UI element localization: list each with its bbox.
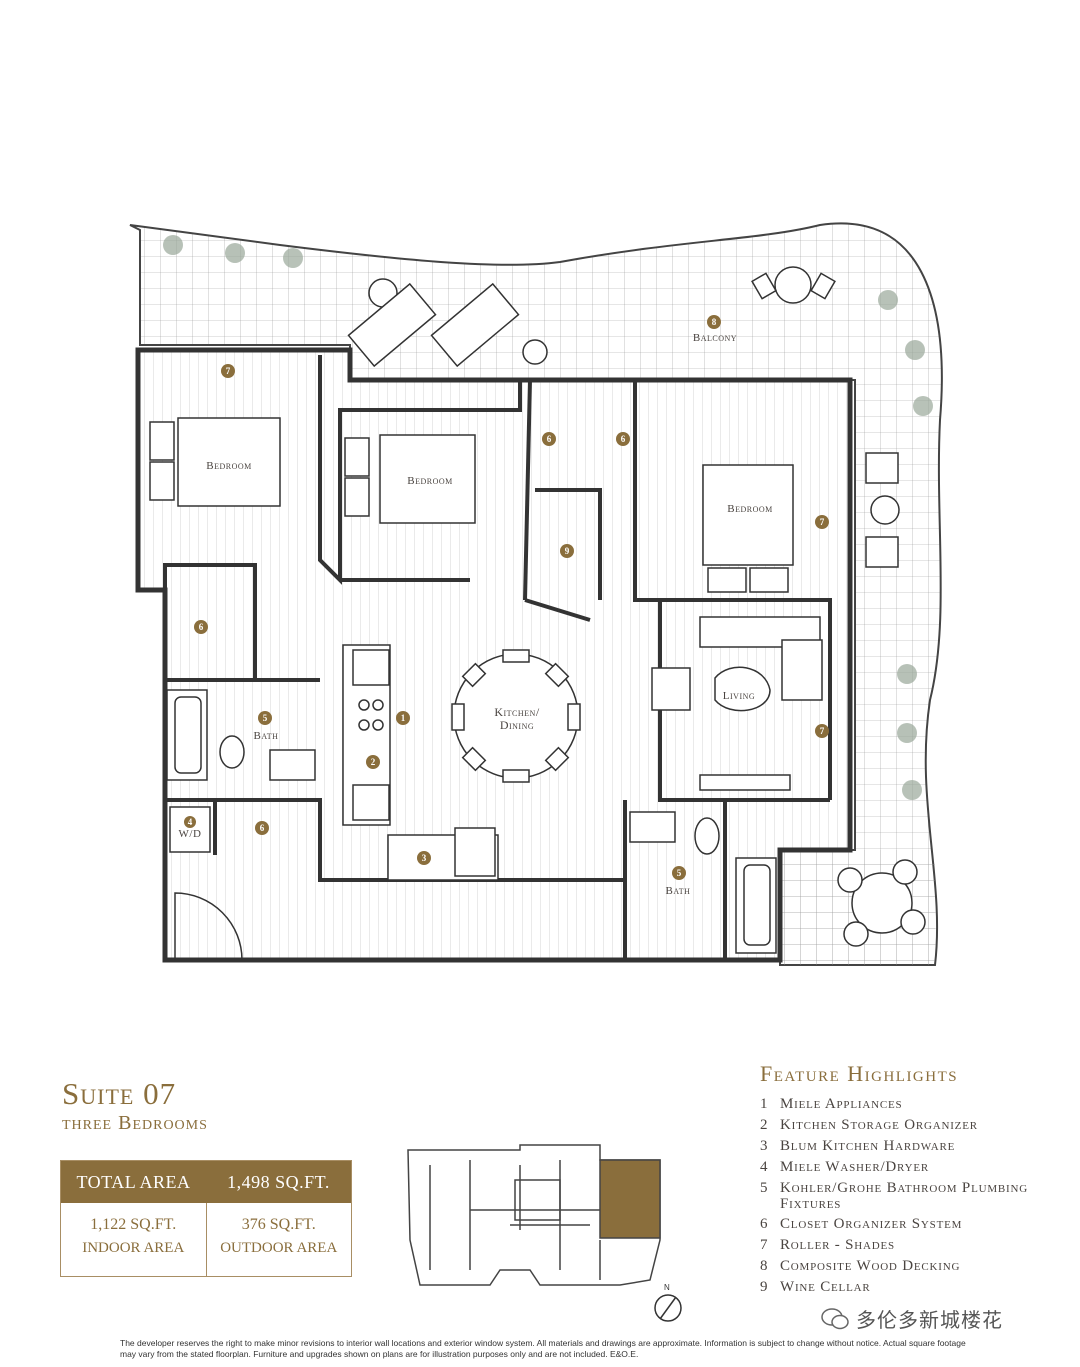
indoor-area-value: 1,122 SQ.FT. (90, 1216, 177, 1233)
dining-table (451, 649, 581, 783)
svg-text:6: 6 (260, 823, 265, 833)
living-label: Living (723, 690, 755, 702)
area-table: TOTAL AREA 1,498 SQ.FT. 1,122 SQ.FT. IND… (60, 1160, 352, 1277)
indoor-area-cell: 1,122 SQ.FT. INDOOR AREA (61, 1203, 206, 1276)
bath-2-label: Bath (666, 885, 691, 897)
key-plan (407, 1144, 661, 1286)
marker-1: 1 (396, 711, 410, 725)
compass-label: N (664, 1283, 670, 1292)
outdoor-area-value: 376 SQ.FT. (241, 1216, 316, 1233)
marker-7-c: 7 (815, 724, 829, 738)
svg-text:6: 6 (547, 434, 552, 444)
outdoor-area-cell: 376 SQ.FT. OUTDOOR AREA (205, 1203, 352, 1276)
bedroom-1-label: Bedroom (206, 460, 252, 472)
svg-text:3: 3 (422, 853, 427, 863)
svg-text:6: 6 (199, 622, 204, 632)
bedroom-3-label: Bedroom (727, 503, 773, 515)
compass-icon: N (654, 1283, 682, 1322)
kitchen-label-line1: Kitchen/ (494, 705, 539, 719)
total-area-label: TOTAL AREA (76, 1171, 191, 1192)
beds (149, 417, 794, 593)
svg-text:7: 7 (820, 726, 825, 736)
chat-bubble-icon (821, 1307, 849, 1329)
living-furniture (651, 616, 823, 791)
watermark-text: 多伦多新城楼花 (856, 1308, 1003, 1332)
suite-title: Suite 07 (62, 1076, 177, 1111)
marker-7-a: 7 (221, 364, 235, 378)
svg-text:1: 1 (401, 713, 406, 723)
bath-fixtures (166, 689, 777, 954)
marker-5-b: 5 (672, 866, 686, 880)
marker-9: 9 (560, 544, 574, 558)
marker-4: 4 (184, 816, 196, 828)
svg-text:6: 6 (621, 434, 626, 444)
marker-6-d: 6 (255, 821, 269, 835)
svg-text:5: 5 (263, 713, 268, 723)
outdoor-area-label: OUTDOOR AREA (220, 1240, 338, 1256)
features-title: Feature Highlights (760, 1061, 959, 1086)
marker-6-b: 6 (616, 432, 630, 446)
interior (135, 347, 853, 963)
planters (163, 235, 933, 800)
marker-6-a: 6 (542, 432, 556, 446)
balcony-label: Balcony (693, 332, 737, 344)
marker-2: 2 (366, 755, 380, 769)
svg-text:5: 5 (677, 868, 682, 878)
marker-6-c: 6 (194, 620, 208, 634)
marker-3: 3 (417, 851, 431, 865)
area-total-row: TOTAL AREA 1,498 SQ.FT. (61, 1161, 351, 1203)
marker-8: 8 (707, 315, 721, 329)
svg-text:9: 9 (565, 546, 570, 556)
svg-text:7: 7 (820, 517, 825, 527)
suite-subtitle: three Bedrooms (62, 1112, 208, 1134)
kitchen-label-line2: Dining (500, 718, 534, 732)
bedroom-2-label: Bedroom (407, 475, 453, 487)
marker-5-a: 5 (258, 711, 272, 725)
svg-text:8: 8 (712, 317, 717, 327)
indoor-area-label: INDOOR AREA (82, 1240, 185, 1256)
total-area-value: 1,498 SQ.FT. (227, 1171, 330, 1192)
disclaimer: The developer reserves the right to make… (120, 1338, 966, 1359)
kitchen-counter (342, 644, 499, 881)
wd-label: W/D (179, 828, 202, 840)
watermark: 多伦多新城楼花 (820, 1304, 1003, 1333)
svg-text:4: 4 (188, 817, 193, 827)
svg-text:2: 2 (371, 757, 376, 767)
marker-7-b: 7 (815, 515, 829, 529)
bath-1-label: Bath (254, 730, 279, 742)
svg-text:7: 7 (226, 366, 231, 376)
balcony-furniture (347, 266, 926, 947)
